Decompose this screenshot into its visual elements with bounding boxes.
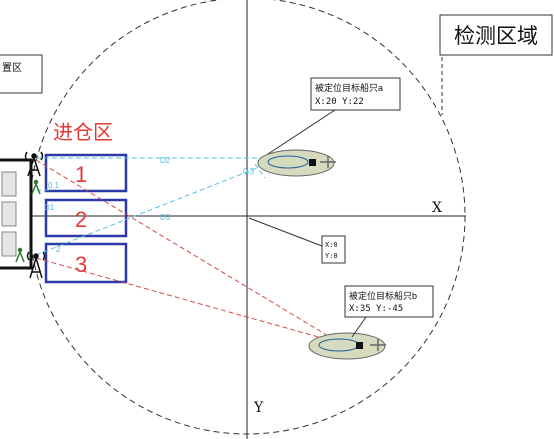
ship-a-deck [267,155,309,169]
ship-b-cabin [356,342,363,349]
region-title-box [439,14,553,56]
antenna-tower-middle [31,179,41,195]
antenna-tower-low [15,247,25,263]
label-d3: D3 [160,213,171,222]
ship-b-coords: X:35 Y:-45 [349,304,403,314]
line-d3 [35,165,263,256]
entry-zone-title: 进仓区 [53,121,113,144]
antenna-low-icon [15,251,25,263]
y-axis-label: Y [253,400,264,416]
tower-top-tip [31,153,37,159]
region-title: 检测区域 [454,25,538,48]
origin-label-box [321,235,346,264]
origin-y: Y:0 [325,252,338,260]
bay-3-number: 3 [75,252,87,277]
left-partial-box-label: 置区 [2,62,22,74]
tower-bottom-tip [33,253,39,259]
line-near-ship-a [254,163,266,179]
ship-b [308,332,386,360]
label-d2: D2 [160,156,171,165]
tower-bottom-legs [29,257,43,279]
ship-a-callout-line [267,107,339,155]
ship-a-title: 被定位目标船只a [315,82,383,93]
ship-b-callout-line [351,316,367,338]
ship-a-mast-icon [320,156,336,168]
label-near-ship-a: 0.3 [243,167,255,176]
label-tower-mid: 2 [56,245,61,254]
ship-b-label-box [344,285,434,318]
bay-2-box [44,198,128,238]
antenna-tower-bottom [26,251,46,279]
entry-bays: 1 2 3 [44,153,128,284]
origin-x: X:0 [325,241,338,249]
red-measurement-lines [35,159,341,344]
ship-a [257,149,336,177]
left-partial-box [0,54,43,94]
bay-1-number: 1 [75,162,87,187]
tower-top-waves [24,151,44,161]
warehouse-door-middle [1,201,17,227]
ship-b-title: 被定位目标船只b [349,290,417,301]
red-line-top-to-ship-b [35,159,336,341]
ship-a-hull [257,149,335,177]
tower-bottom-waves [26,251,46,261]
tower-top-legs [27,157,41,177]
warehouse-door-bottom [1,231,17,257]
antenna-middle-icon [31,183,41,195]
ship-b-hull [308,332,386,360]
x-axis-label: X [432,200,442,216]
ship-a-coords: X:20 Y:22 [315,97,364,107]
label-tower-top-a: 0.1 [48,181,60,190]
antenna-middle-tip [33,179,39,185]
bay-3-box [44,242,128,284]
ship-b-mast-icon [370,339,386,351]
bay-1-box [44,153,128,193]
ship-a-label-box [310,77,401,111]
warehouse-door-top [1,171,17,197]
ship-a-cabin [309,159,316,166]
red-line-bottom-to-ship-b [35,257,341,344]
bay-2-number: 2 [75,207,87,232]
origin-callout-line [248,217,323,247]
label-tower-top-b: D1 [44,203,55,212]
antenna-low-tip [17,247,23,253]
antenna-tower-top [24,151,44,177]
